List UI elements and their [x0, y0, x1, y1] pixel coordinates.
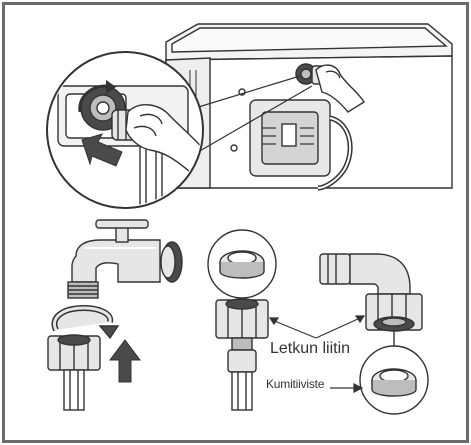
seal-circle-bottom [360, 346, 428, 414]
seal-circle-top [208, 230, 276, 298]
rubber-seal-label: Kumitiiviste [266, 377, 324, 391]
washing-machine [166, 24, 452, 188]
connector-label: Letkun liitin [270, 340, 350, 358]
